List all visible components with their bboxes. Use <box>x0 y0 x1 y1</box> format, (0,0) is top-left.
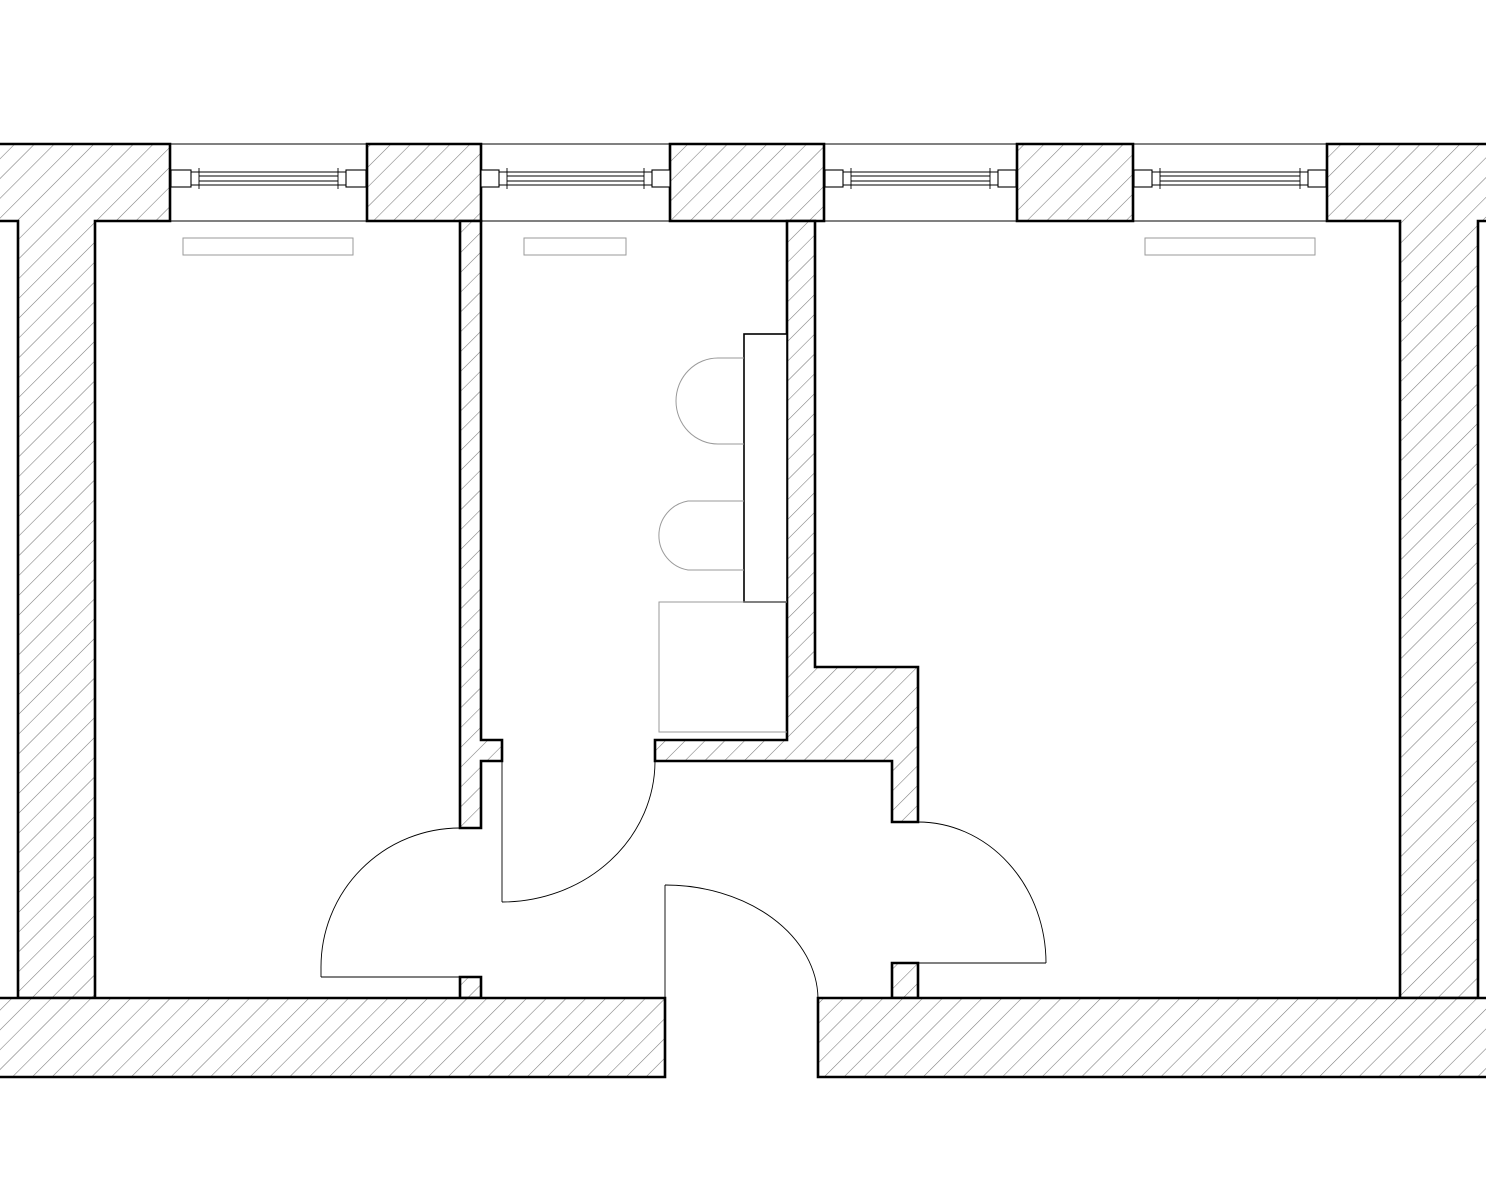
top-wall-pier-4 <box>1015 142 1135 223</box>
door-entrance <box>664 884 819 999</box>
window-2 <box>480 143 671 222</box>
window-1 <box>170 143 367 222</box>
partition-left-bathroom <box>458 219 504 830</box>
radiator-left-room <box>182 237 354 256</box>
partition-bathroom-right <box>653 219 920 824</box>
top-wall-pier-1 <box>0 142 172 1000</box>
door-left-room <box>320 827 461 978</box>
radiator-bathroom <box>523 237 627 256</box>
radiator-right-room <box>1144 237 1316 256</box>
bottom-wall-right <box>816 996 1486 1079</box>
top-wall-pier-3 <box>668 142 826 223</box>
radiators <box>182 237 1316 256</box>
window-3 <box>824 143 1017 222</box>
toilet-icon <box>675 357 744 445</box>
windows <box>170 143 1327 222</box>
left-door-jamb <box>458 975 483 1000</box>
window-4 <box>1133 143 1327 222</box>
door-right-room <box>917 821 1047 964</box>
bottom-wall-left <box>0 996 667 1079</box>
top-wall-pier-2 <box>365 142 483 223</box>
wall-counter <box>743 333 788 603</box>
doors <box>320 760 1047 999</box>
door-bathroom <box>501 760 656 903</box>
sink-icon <box>658 500 744 571</box>
bathroom-fixtures <box>658 333 788 733</box>
right-door-jamb <box>890 961 920 1000</box>
shower-icon <box>658 601 787 733</box>
top-wall-pier-5 <box>1325 142 1486 1000</box>
walls <box>0 142 1486 1079</box>
